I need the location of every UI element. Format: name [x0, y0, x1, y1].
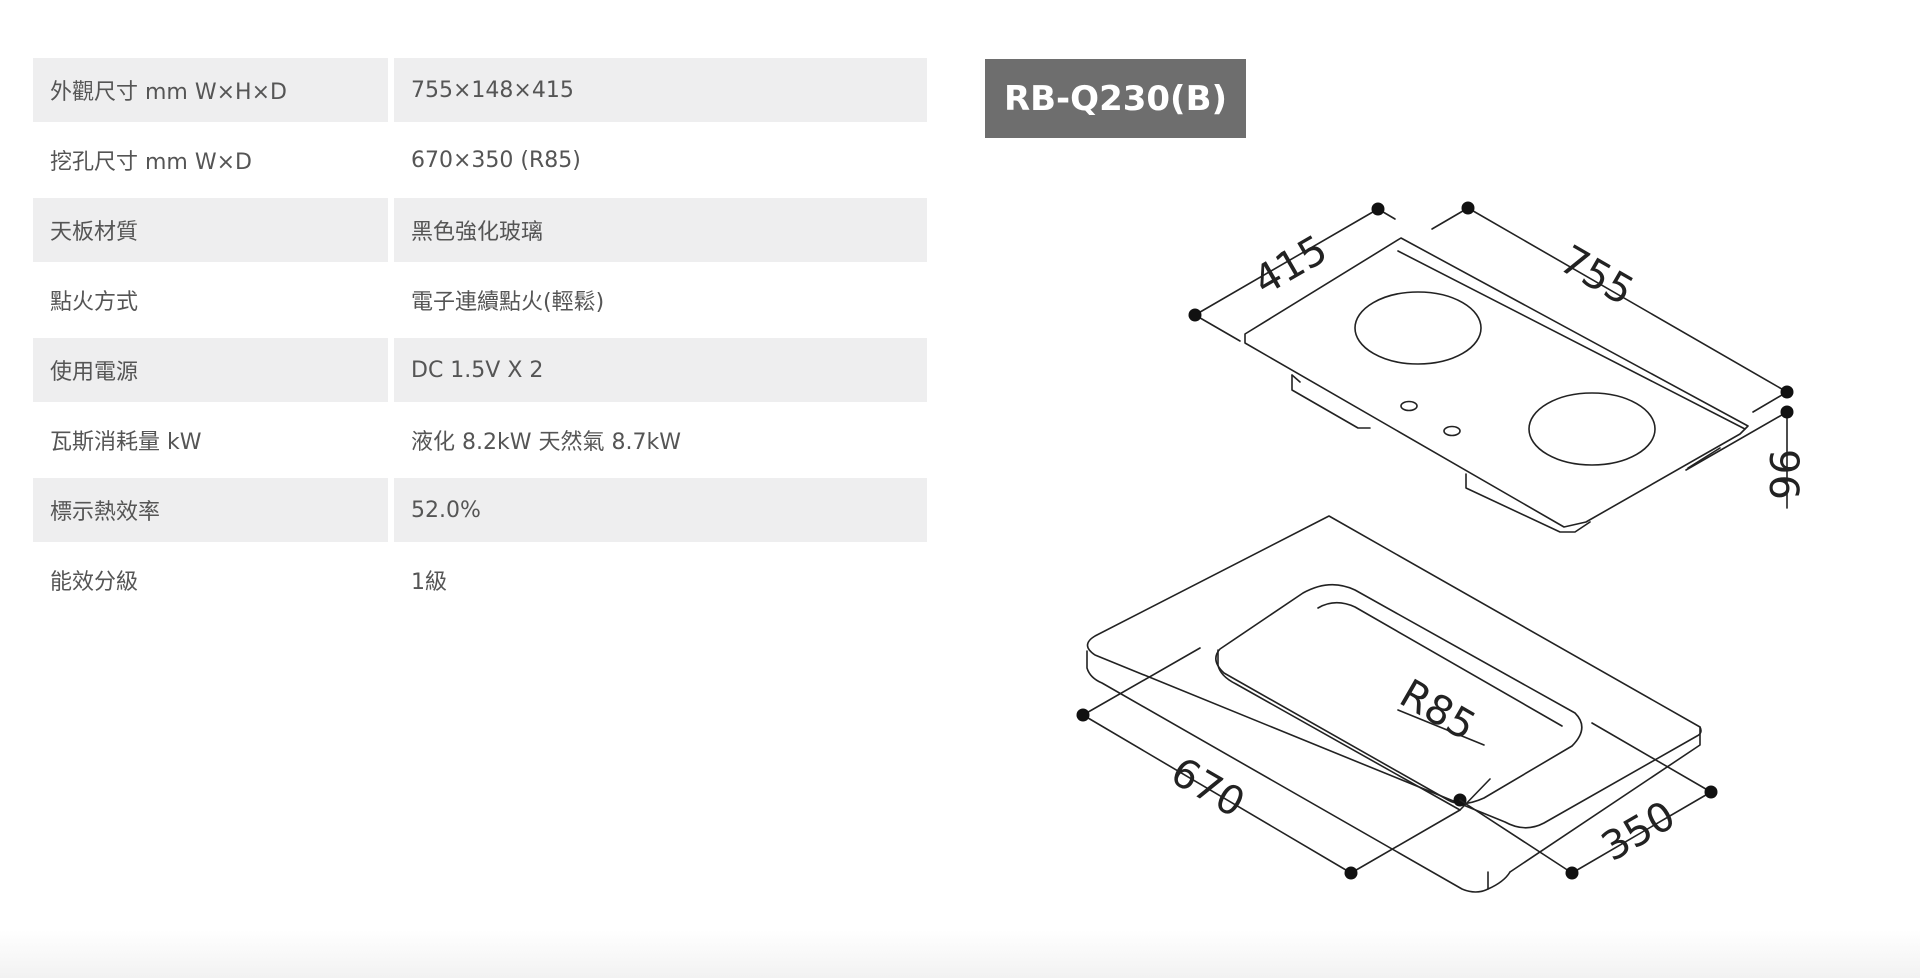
spec-label: 能效分級 — [50, 570, 139, 595]
dim-label-depth: 415 — [1246, 227, 1335, 305]
spec-row: 使用電源 DC 1.5V X 2 — [33, 338, 927, 402]
spec-table: 外觀尺寸 mm W×H×D 755×148×415 挖孔尺寸 mm W×D 67… — [33, 58, 927, 618]
countertop-front-edge — [1086, 650, 1511, 893]
burner-right — [1528, 392, 1656, 466]
dim-label-radius: R85 — [1392, 671, 1483, 750]
spec-label: 使用電源 — [33, 338, 388, 402]
spec-row: 標示熱效率 52.0% — [33, 478, 927, 542]
dim-96: 96 — [1685, 405, 1806, 509]
burner-left — [1354, 291, 1482, 365]
spec-row: 天板材質 黑色強化玻璃 — [33, 198, 927, 262]
dim-label-height: 96 — [1760, 449, 1806, 500]
spec-label: 天板材質 — [33, 198, 388, 262]
cutout-inner — [1217, 601, 1563, 811]
dim-670: 670 — [1076, 647, 1467, 880]
cooktop-glass-outline — [1244, 237, 1749, 528]
spec-value: 755×148×415 — [394, 58, 927, 122]
spec-row: 挖孔尺寸 mm W×D 670×350 (R85) — [33, 128, 927, 192]
spec-row: 瓦斯消耗量 kW 液化 8.2kW 天然氣 8.7kW — [33, 408, 927, 472]
spec-value: 黑色強化玻璃 — [394, 198, 927, 262]
dim-label-width: 755 — [1552, 237, 1641, 315]
spec-row: 點火方式 電子連續點火(輕鬆) — [33, 268, 927, 332]
countertop-top-surface — [1086, 515, 1702, 829]
dim-label-cutout-depth: 350 — [1594, 793, 1683, 871]
cutout-outer — [1215, 583, 1583, 805]
spec-label: 外觀尺寸 mm W×H×D — [33, 58, 388, 122]
spec-value: 液化 8.2kW 天然氣 8.7kW — [411, 430, 681, 455]
cooktop-under-body — [1291, 374, 1721, 533]
spec-value: 52.0% — [394, 478, 927, 542]
dim-415: 415 — [1188, 202, 1396, 342]
spec-row: 能效分級 1級 — [33, 548, 927, 612]
spec-row: 外觀尺寸 mm W×H×D 755×148×415 — [33, 58, 927, 122]
spec-value: 電子連續點火(輕鬆) — [411, 290, 605, 315]
model-badge: RB-Q230(B) — [985, 59, 1246, 138]
spec-value: 1級 — [411, 570, 447, 595]
spec-value: 670×350 (R85) — [411, 147, 581, 173]
knob-left — [1400, 400, 1418, 412]
spec-value: DC 1.5V X 2 — [394, 338, 927, 402]
spec-label: 瓦斯消耗量 kW — [50, 430, 202, 455]
spec-label: 點火方式 — [50, 290, 139, 315]
spec-label: 挖孔尺寸 mm W×D — [50, 150, 252, 175]
spec-label: 標示熱效率 — [33, 478, 388, 542]
dim-755: 755 — [1431, 201, 1794, 413]
cooktop-rear-strip — [1397, 250, 1746, 430]
knob-right — [1443, 425, 1461, 437]
cooktop-drawing — [1244, 237, 1749, 533]
